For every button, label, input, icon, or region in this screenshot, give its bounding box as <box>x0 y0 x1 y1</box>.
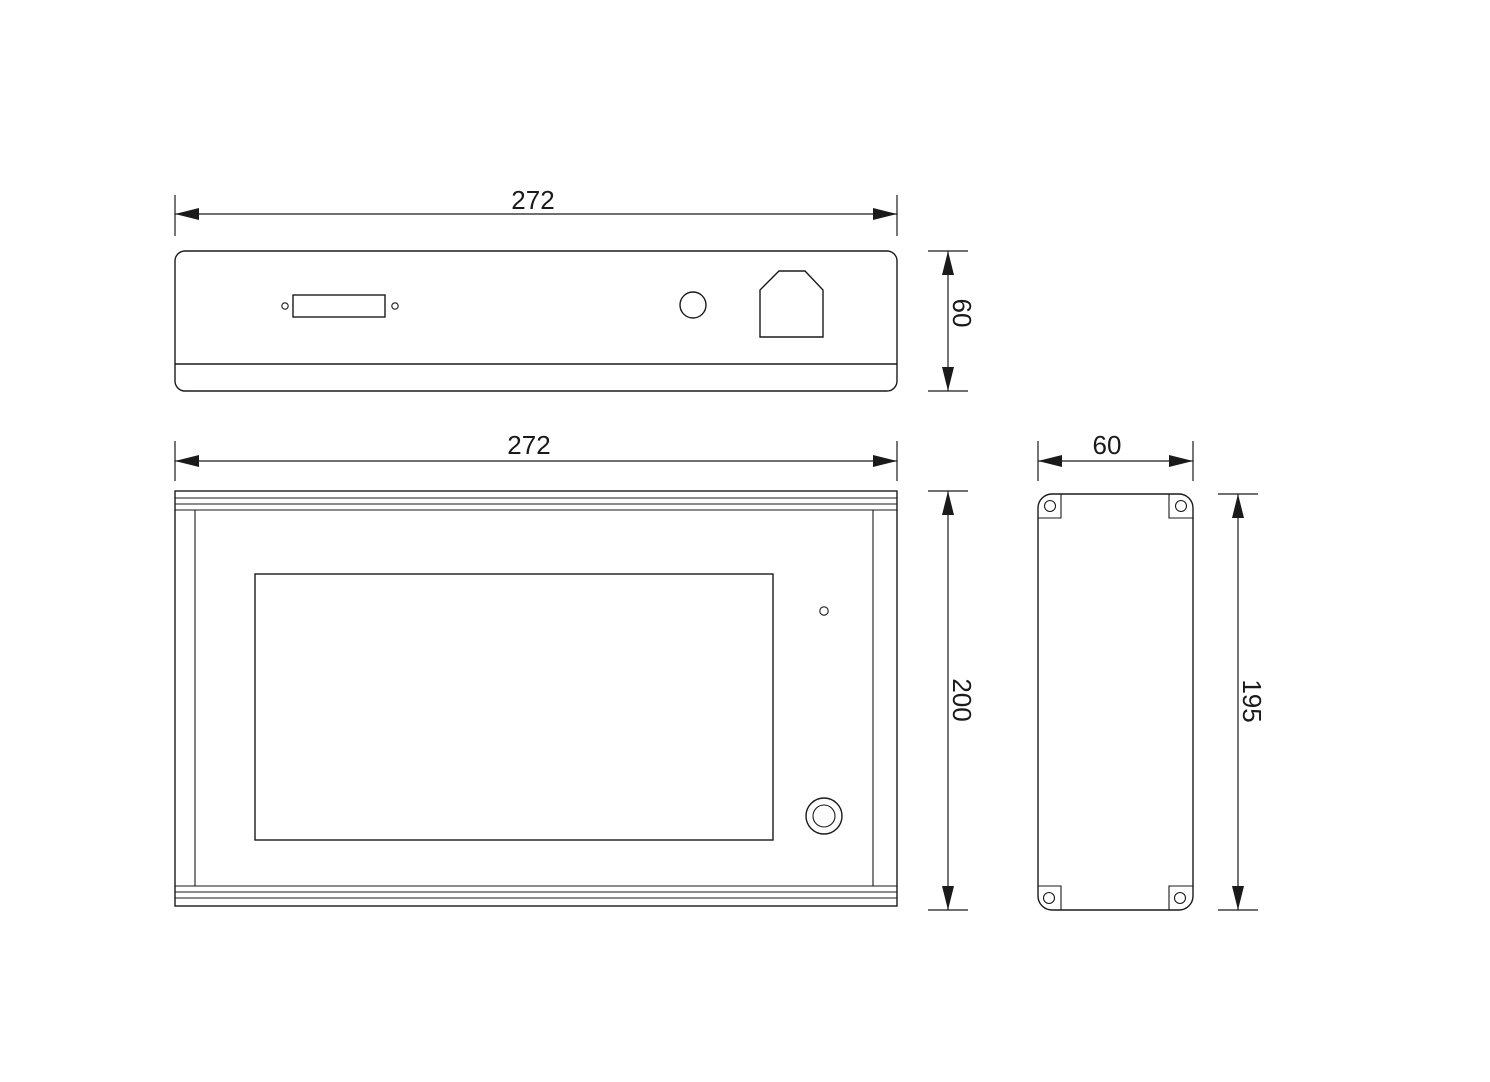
dimension-label-top-width: 272 <box>511 185 554 215</box>
top-view <box>174 250 898 392</box>
side-view-body <box>1037 493 1194 911</box>
round-port <box>679 291 707 319</box>
dsub-connector <box>281 294 399 318</box>
dimension-label-front-height: 200 <box>947 678 977 721</box>
side-view <box>1037 493 1194 911</box>
dimension-label-side-height: 195 <box>1237 679 1267 722</box>
dimension-front-height: 200 <box>928 490 977 911</box>
dimension-top-width: 272 <box>174 185 898 236</box>
indicator-led <box>819 606 829 616</box>
mounting-hole-top-right <box>1168 494 1193 519</box>
dimension-top-height: 60 <box>928 250 977 392</box>
dimension-side-height: 195 <box>1218 493 1267 911</box>
dimension-label-front-width: 272 <box>507 430 550 460</box>
dimension-front-width: 272 <box>174 430 898 481</box>
dimension-side-width: 60 <box>1037 430 1194 481</box>
push-button <box>805 797 843 835</box>
top-view-body <box>174 250 898 392</box>
dimension-label-top-height: 60 <box>947 299 977 328</box>
front-view-body <box>174 490 898 907</box>
front-view <box>174 490 898 907</box>
dimension-label-side-width: 60 <box>1093 430 1122 460</box>
mounting-hole-top-left <box>1038 494 1062 519</box>
display-screen <box>254 573 774 841</box>
mounting-hole-bottom-right <box>1168 885 1193 910</box>
mounting-hole-bottom-left <box>1038 885 1062 910</box>
usb-b-port <box>759 270 824 338</box>
